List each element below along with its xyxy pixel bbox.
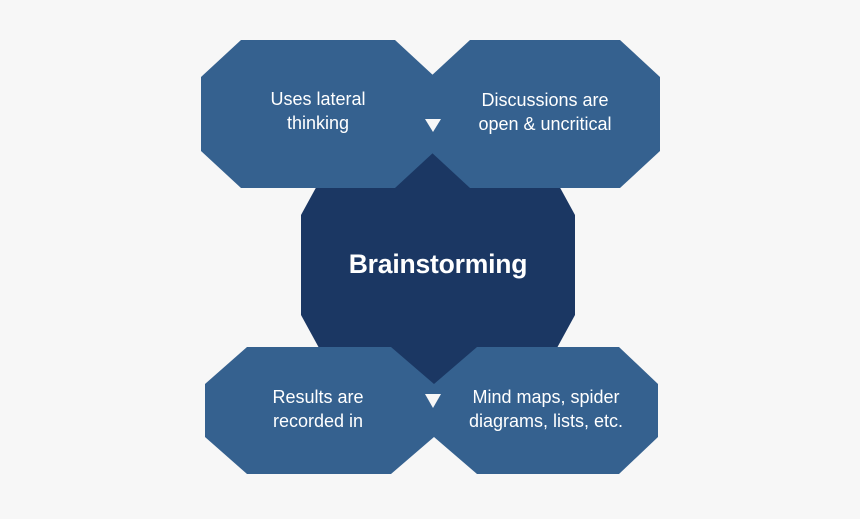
bottom-center-notch	[425, 394, 441, 408]
node-bottom-right[interactable]: Mind maps, spider diagrams, lists, etc.	[434, 347, 658, 474]
top-right-label-line-1: Discussions are	[481, 90, 608, 110]
bottom-left-label-line-2: recorded in	[273, 411, 363, 431]
center-octagon-shape[interactable]	[301, 140, 575, 390]
bottom-right-label-line-1: Mind maps, spider	[472, 387, 619, 407]
node-center[interactable]: Brainstorming	[301, 140, 575, 390]
center-label: Brainstorming	[349, 249, 528, 279]
node-bottom-left[interactable]: Results are recorded in	[205, 347, 434, 474]
top-left-octagon-shape[interactable]	[201, 40, 435, 188]
top-right-octagon-shape[interactable]	[430, 40, 660, 188]
bottom-right-octagon-shape[interactable]	[434, 347, 658, 474]
bottom-left-label-line-1: Results are	[272, 387, 363, 407]
node-top-right[interactable]: Discussions are open & uncritical	[430, 40, 660, 188]
top-left-label-line-2: thinking	[287, 113, 349, 133]
top-center-notch	[425, 119, 441, 132]
bottom-right-label-line-2: diagrams, lists, etc.	[469, 411, 623, 431]
top-right-label-line-2: open & uncritical	[478, 114, 611, 134]
node-top-left[interactable]: Uses lateral thinking	[201, 40, 435, 188]
top-left-label-line-1: Uses lateral	[270, 89, 365, 109]
bottom-left-octagon-shape[interactable]	[205, 347, 434, 474]
